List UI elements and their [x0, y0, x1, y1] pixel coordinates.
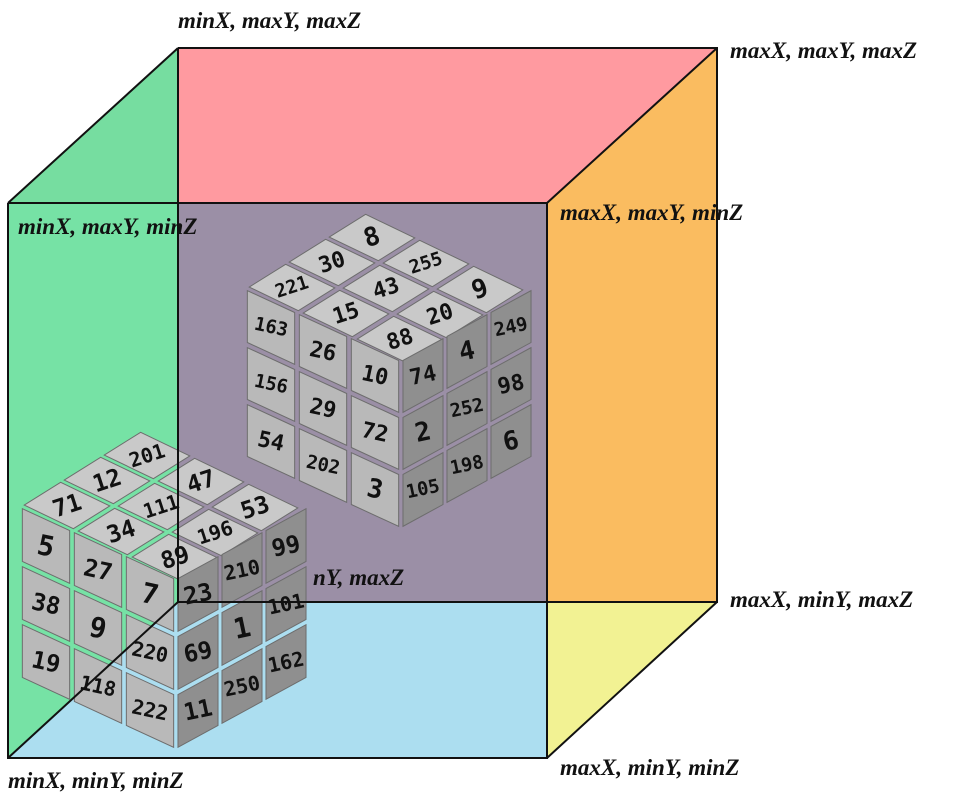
cube-left-cell-number: 54 — [255, 426, 286, 457]
cube-top-cell — [328, 213, 416, 262]
cube-left-cell — [298, 313, 348, 390]
cube-right-cell — [446, 313, 488, 390]
cube-right-cell — [446, 427, 488, 504]
edge-connector — [7, 601, 179, 759]
cube-top-cell — [302, 289, 390, 338]
cube-top-cell — [248, 263, 336, 312]
cube-right-cell — [221, 531, 263, 609]
cube-top-cell — [157, 457, 245, 506]
cube-top-cell — [63, 456, 151, 505]
cube-left-cell-number: 3 — [364, 473, 386, 506]
cube-right-cell — [177, 613, 219, 691]
cube-left-cell-number: 27 — [81, 553, 115, 586]
cube-left-cell — [298, 370, 348, 447]
cube-left-cell — [21, 565, 71, 643]
cube-left-cell — [73, 647, 123, 725]
cube-top-cell — [77, 507, 165, 556]
cube-right-cell-number: 2 — [412, 416, 434, 449]
cube-left-cell-number: 7 — [138, 576, 161, 612]
edge-connector — [546, 601, 718, 759]
cube-left-cell — [350, 451, 400, 528]
cube-right-cell — [402, 337, 444, 414]
cube-left-cell — [125, 671, 175, 749]
label-maxx-miny-maxz: maxX, minY, maxZ — [730, 587, 913, 612]
cube-right-cell-number: 1 — [230, 610, 253, 646]
cube-right-cell — [265, 507, 307, 585]
cube-right-cell-number: 23 — [181, 577, 215, 610]
label-maxx-maxy-maxz: maxX, maxY, maxZ — [730, 38, 917, 63]
cube-left-cell — [125, 555, 175, 633]
cube-left-cell-number: 9 — [86, 610, 109, 646]
cube-left-cell — [21, 507, 71, 585]
cube-top-cell — [23, 481, 111, 530]
label-miny-maxz-partial: nY, maxZ — [313, 565, 404, 590]
cube-right-cell-number: 4 — [456, 335, 478, 368]
cube-left-cell — [246, 289, 296, 366]
cube-left-cell — [73, 531, 123, 609]
cube-right-cell-number: 69 — [181, 635, 215, 668]
face-top — [8, 48, 717, 203]
cube-left-cell-number: 29 — [307, 393, 338, 424]
cube-left-cell — [246, 346, 296, 423]
cube-right-cell — [446, 370, 488, 447]
cube-top-cell — [103, 431, 191, 480]
face-right — [547, 48, 717, 758]
cube-right-cell — [490, 289, 532, 366]
cube-right-cell — [490, 403, 532, 480]
cube-right-cell — [265, 565, 307, 643]
cube-top-cell — [288, 238, 376, 287]
cube-left-cell — [21, 623, 71, 701]
label-maxx-maxy-minz: maxX, maxY, minZ — [560, 200, 743, 225]
cube-left-cell-number: 38 — [29, 587, 63, 620]
label-minx-maxy-minz: minX, maxY, minZ — [18, 214, 197, 239]
cube-right-cell — [265, 623, 307, 701]
cube-right-cell-number: 11 — [181, 693, 215, 726]
cube-top-cell — [342, 264, 430, 313]
cube-left-cell-number: 19 — [29, 645, 63, 678]
label-minx-miny-minz: minX, minY, minZ — [8, 768, 184, 793]
edge-connector — [7, 47, 179, 204]
cube-left-cell-number: 10 — [359, 360, 390, 391]
number-cube-front: 2014753121111967134895277389220191182222… — [21, 431, 307, 749]
cube-left-cell-number: 5 — [34, 528, 57, 564]
number-cube-back: 8255930432022115881632610156297254202374… — [246, 213, 532, 528]
cube-right-cell-number: 6 — [500, 425, 522, 458]
cube-left-cell — [350, 337, 400, 414]
edge-connector — [546, 47, 718, 204]
cube-top-cell — [211, 483, 299, 532]
cube-right-cell — [402, 451, 444, 528]
cube-top-cell — [382, 239, 470, 288]
cube-right-cell — [221, 589, 263, 667]
bounding-box-edges — [7, 47, 718, 759]
cube-left-cell-number: 72 — [359, 417, 390, 448]
cube-right-cell — [177, 555, 219, 633]
cube-top-cell — [117, 482, 205, 531]
cube-top-cell — [396, 290, 484, 339]
cube-top-cell — [171, 508, 259, 557]
cube-left-cell — [350, 394, 400, 471]
label-minx-maxy-maxz: minX, maxY, maxZ — [178, 8, 361, 33]
cube-right-cell-number: 99 — [269, 529, 303, 562]
label-maxx-miny-minz: maxX, minY, minZ — [560, 755, 739, 780]
cube-right-cell — [490, 346, 532, 423]
cube-right-cell — [221, 647, 263, 725]
cube-right-cell — [402, 394, 444, 471]
cube-right-cell-number: 74 — [407, 360, 438, 391]
cube-right-cell — [177, 671, 219, 749]
cube-left-cell-number: 26 — [307, 336, 338, 367]
cube-left-cell — [73, 589, 123, 667]
cube-top-cell — [436, 265, 524, 314]
cube-right-cell-number: 98 — [495, 369, 526, 400]
cube-left-cell — [298, 427, 348, 504]
cube-left-cell — [246, 403, 296, 480]
